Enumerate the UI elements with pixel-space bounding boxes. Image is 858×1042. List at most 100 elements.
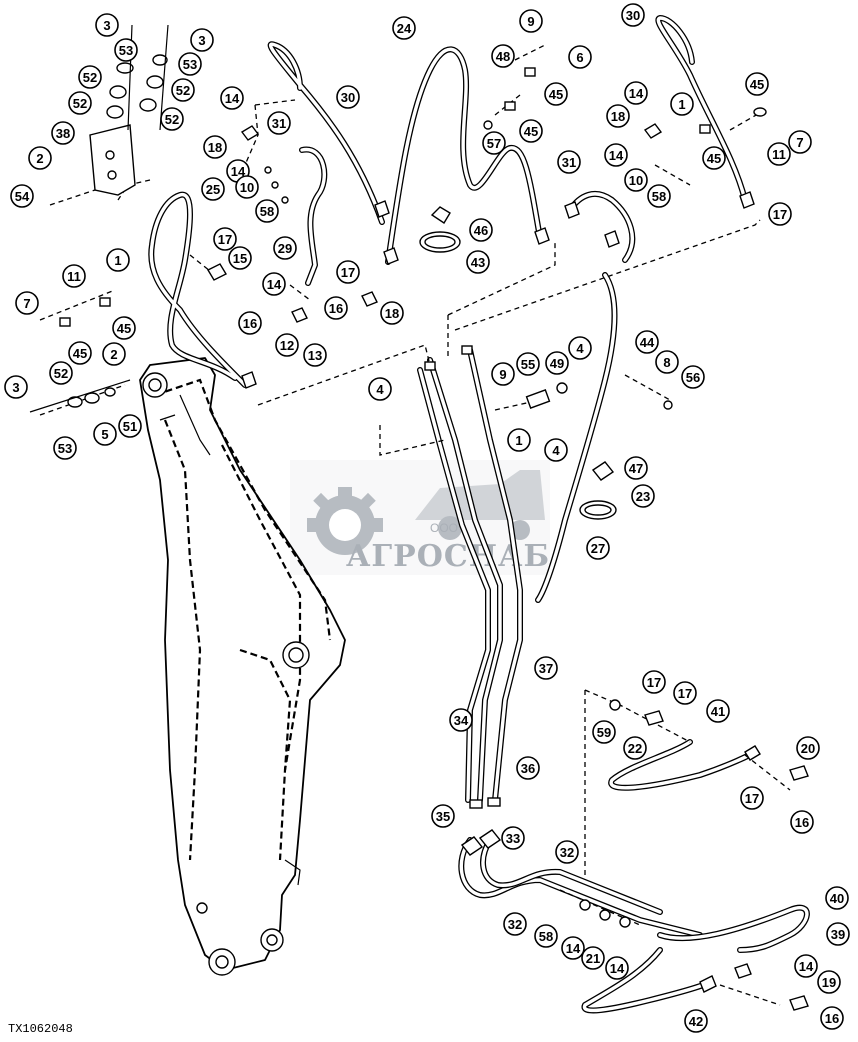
callout-number: 16 (243, 316, 257, 331)
callout-circle (491, 362, 515, 386)
callout-circle (820, 1006, 844, 1030)
callout-circle (171, 78, 195, 102)
callout-45: 45 (544, 82, 568, 106)
callout-circle (336, 260, 360, 284)
callout-circle (431, 804, 455, 828)
callout-45: 45 (519, 119, 543, 143)
callout-number: 58 (539, 929, 553, 944)
callout-number: 58 (260, 204, 274, 219)
callout-number: 18 (208, 140, 222, 155)
callout-number: 23 (636, 489, 650, 504)
callout-circle (681, 365, 705, 389)
callout-14: 14 (624, 81, 648, 105)
callout-2: 2 (102, 342, 126, 366)
boom-arm (139, 357, 346, 976)
callout-17: 17 (336, 260, 360, 284)
callout-16: 16 (238, 311, 262, 335)
callout-number: 14 (610, 961, 625, 976)
callout-number: 9 (527, 14, 534, 29)
callout-40: 40 (825, 886, 849, 910)
callout-number: 18 (385, 306, 399, 321)
small-parts (29, 24, 809, 1011)
callout-circle (238, 311, 262, 335)
callout-number: 10 (240, 180, 254, 195)
callout-number: 40 (830, 891, 844, 906)
callout-number: 45 (549, 87, 563, 102)
callout-number: 10 (629, 173, 643, 188)
callout-53: 53 (53, 436, 77, 460)
callout-number: 22 (628, 741, 642, 756)
callout-number: 32 (560, 845, 574, 860)
callout-51: 51 (118, 414, 142, 438)
callout-7: 7 (788, 130, 812, 154)
callout-number: 52 (83, 70, 97, 85)
callout-47: 47 (624, 456, 648, 480)
hoses (148, 15, 810, 1014)
callout-4: 4 (568, 336, 592, 360)
callout-circle (655, 350, 679, 374)
callout-number: 17 (678, 686, 692, 701)
callout-7: 7 (15, 291, 39, 315)
callout-circle (469, 218, 493, 242)
callout-14: 14 (220, 86, 244, 110)
callout-number: 14 (609, 148, 624, 163)
callout-18: 18 (380, 301, 404, 325)
callout-circle (324, 296, 348, 320)
callout-number: 16 (825, 1011, 839, 1026)
callout-circle (825, 886, 849, 910)
callout-circle (336, 85, 360, 109)
callout-number: 14 (225, 91, 240, 106)
callout-number: 38 (56, 126, 70, 141)
callout-circle (621, 3, 645, 27)
callout-number: 34 (454, 713, 469, 728)
callout-number: 57 (487, 136, 501, 151)
callout-circle (93, 422, 117, 446)
callout-circle (267, 111, 291, 135)
callout-number: 37 (539, 661, 553, 676)
callout-number: 45 (707, 151, 721, 166)
callout-number: 41 (711, 704, 725, 719)
callout-number: 3 (12, 380, 19, 395)
callout-number: 43 (471, 255, 485, 270)
callout-circle (466, 250, 490, 274)
callout-number: 55 (521, 357, 535, 372)
callout-49: 49 (545, 351, 569, 375)
callout-32: 32 (555, 840, 579, 864)
callout-circle (557, 150, 581, 174)
callout-circle (740, 786, 764, 810)
callout-number: 25 (206, 182, 220, 197)
callout-39: 39 (826, 922, 850, 946)
callout-14: 14 (561, 936, 585, 960)
callout-circle (519, 119, 543, 143)
callout-circle (561, 936, 585, 960)
callout-circle (28, 146, 52, 170)
callout-circle (642, 670, 666, 694)
callout-3: 3 (95, 13, 119, 37)
callout-number: 45 (73, 346, 87, 361)
callout-8: 8 (655, 350, 679, 374)
callout-number: 2 (110, 347, 117, 362)
callout-6: 6 (568, 45, 592, 69)
callout-number: 4 (376, 382, 384, 397)
callout-circle (118, 414, 142, 438)
callout-11: 11 (767, 142, 791, 166)
callout-1: 1 (670, 92, 694, 116)
callout-number: 30 (626, 8, 640, 23)
callout-circle (482, 131, 506, 155)
callout-15: 15 (228, 246, 252, 270)
callout-number: 1 (515, 433, 522, 448)
callout-13: 13 (303, 343, 327, 367)
callout-circle (516, 756, 540, 780)
callout-circle (275, 333, 299, 357)
callout-53: 53 (178, 52, 202, 76)
callout-55: 55 (516, 352, 540, 376)
callout-circle (68, 91, 92, 115)
callout-circle (380, 301, 404, 325)
callout-circle (745, 72, 769, 96)
callout-number: 11 (772, 147, 786, 162)
callout-52: 52 (68, 91, 92, 115)
callout-number: 53 (58, 441, 72, 456)
callout-4: 4 (544, 438, 568, 462)
